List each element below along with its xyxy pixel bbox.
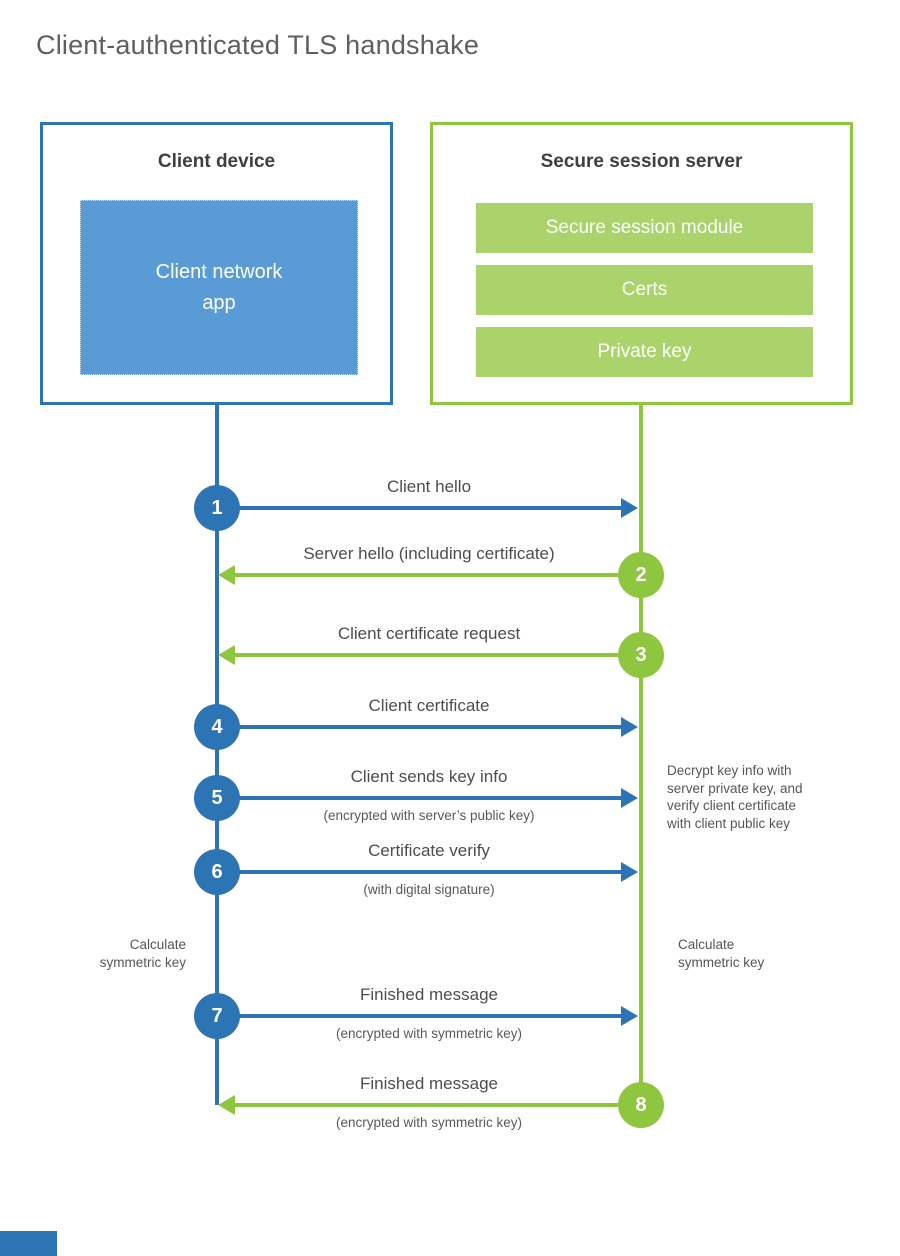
arrow-head-left-icon xyxy=(218,1095,235,1115)
arrow-head-right-icon xyxy=(621,498,638,518)
step-number: 5 xyxy=(211,786,223,809)
message-arrow xyxy=(238,870,623,874)
message-arrow xyxy=(238,506,623,510)
note-calculate-symmetric-key-server: Calculate symmetric key xyxy=(678,937,765,970)
step-badge: 8 xyxy=(618,1082,664,1128)
client-lifeline xyxy=(215,405,219,1105)
server-module-secure-session: Secure session module xyxy=(476,203,813,253)
message-arrow xyxy=(238,725,623,729)
message-label: Finished message xyxy=(360,985,498,1004)
message-label: Client certificate request xyxy=(337,624,521,643)
arrow-head-right-icon xyxy=(621,717,638,737)
message-arrow xyxy=(235,573,618,577)
message-arrow xyxy=(235,653,618,657)
message-label: Client certificate xyxy=(368,696,490,715)
arrow-head-left-icon xyxy=(218,645,235,665)
step-number: 7 xyxy=(211,1004,223,1027)
step-badge: 4 xyxy=(194,704,240,750)
step-badge: 6 xyxy=(194,849,240,895)
step-number: 4 xyxy=(211,715,223,738)
client-network-app-label: Client network app xyxy=(155,260,283,314)
message-sublabel: (encrypted with server’s public key) xyxy=(323,808,535,823)
server-module-label: Certs xyxy=(621,279,668,300)
client-network-app-box: Client network app xyxy=(80,200,358,375)
step-number: 2 xyxy=(635,563,647,586)
message-label: Finished message xyxy=(360,1074,498,1093)
step-number: 1 xyxy=(211,496,223,519)
arrow-head-right-icon xyxy=(621,788,638,808)
message-arrow xyxy=(238,1014,623,1018)
server-lifeline xyxy=(639,405,643,1128)
client-device-title: Client device xyxy=(157,151,276,172)
arrow-head-right-icon xyxy=(621,862,638,882)
client-device-box: Client device Client network app xyxy=(40,122,393,405)
server-title: Secure session server xyxy=(540,151,743,172)
step-badge: 2 xyxy=(618,552,664,598)
server-module-label: Private key xyxy=(597,341,692,362)
step-badge: 7 xyxy=(194,993,240,1039)
step-badge: 1 xyxy=(194,485,240,531)
step-number: 6 xyxy=(211,860,223,883)
message-arrow xyxy=(238,796,623,800)
cropped-blue-bar xyxy=(0,1231,57,1256)
server-module-label: Secure session module xyxy=(545,217,744,238)
note-decrypt-key-info: Decrypt key info with server private key… xyxy=(667,763,803,831)
server-box: Secure session server Secure session mod… xyxy=(430,122,853,405)
page-title: Client-authenticated TLS handshake xyxy=(36,30,480,60)
message-sublabel: (encrypted with symmetric key) xyxy=(335,1026,523,1041)
step-number: 8 xyxy=(635,1093,647,1116)
message-sublabel: (with digital signature) xyxy=(363,882,495,897)
arrow-head-right-icon xyxy=(621,1006,638,1026)
step-number: 3 xyxy=(635,643,647,666)
message-sublabel: (encrypted with symmetric key) xyxy=(335,1115,523,1130)
arrow-head-left-icon xyxy=(218,565,235,585)
message-label: Client sends key info xyxy=(350,767,508,786)
message-label: Server hello (including certificate) xyxy=(303,544,555,563)
server-module-private-key: Private key xyxy=(476,327,813,377)
server-module-certs: Certs xyxy=(476,265,813,315)
message-arrow xyxy=(235,1103,618,1107)
step-badge: 5 xyxy=(194,775,240,821)
step-badge: 3 xyxy=(618,632,664,678)
message-label: Certificate verify xyxy=(368,841,490,860)
note-calculate-symmetric-key-client: Calculate symmetric key xyxy=(99,937,186,970)
message-label: Client hello xyxy=(386,477,472,496)
